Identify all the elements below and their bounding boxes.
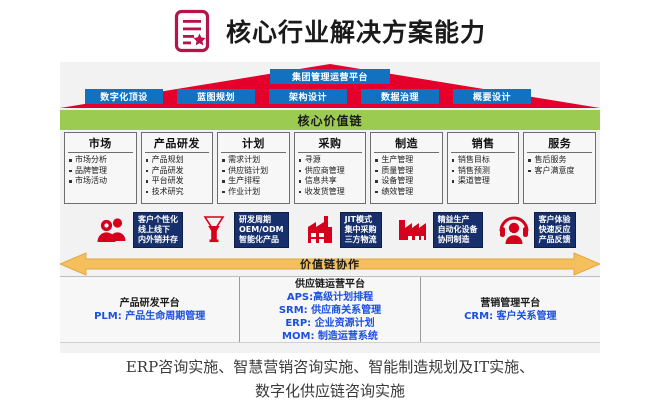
roof-box-group-platform[interactable]: 集团管理运营平台 [270,69,390,84]
capability-diagram: 集团管理运营平台 数字化顶设 蓝图规划 架构设计 数据治理 概要设计 核心价值链… [60,62,600,353]
column-title: 制造 [374,135,439,153]
column-title: 计划 [221,135,286,153]
list-item: 销售预测 [451,166,516,177]
column-title: 销售 [450,135,516,153]
column-item-list: 售后服务 客户满意度 [527,155,592,176]
column-title: 产品研发 [144,135,210,153]
column-title: 市场 [68,135,133,153]
icon-label-customers: 客户个性化 线上线下 内外销并存 [133,212,183,248]
list-item: 供应商管理 [298,166,363,177]
roof-pillar-0[interactable]: 数字化顶设 [85,89,163,104]
column-item-list: 销售目标 销售预测 渠道管理 [451,155,516,187]
list-item: 销售目标 [451,155,516,166]
factory-icon [303,214,337,246]
value-chain-columns: 市场 市场分析 品牌管理 市场活动 产品研发 产品规划 产品研发 平台研发 技术… [64,132,597,204]
platform-line: SRM: 供应商关系管理 [278,304,382,316]
platform-line: MOM: 制造运营系统 [282,330,378,342]
icon-label-procurement: JIT模式 集中采购 三方物流 [339,212,382,248]
roof-pillar-4[interactable]: 概要设计 [453,89,531,104]
roof-section: 集团管理运营平台 数字化顶设 蓝图规划 架构设计 数据治理 概要设计 [60,62,600,110]
list-item: 产品规划 [145,155,210,166]
value-chain-collaboration-arrow [60,252,600,276]
value-chain-column-service[interactable]: 服务 售后服务 客户满意度 [523,132,597,204]
list-item: 市场分析 [68,155,133,166]
flask-icon [197,214,231,246]
roof-pillar-2[interactable]: 架构设计 [269,89,347,104]
value-chain-column-planning[interactable]: 计划 需求计划 供应链计划 生产排程 作业计划 [217,132,290,204]
platform-row: 产品研发平台 PLM: 产品生命周期管理 供应链运营平台 APS:高级计划排程 … [60,276,600,343]
platform-title: 产品研发平台 [119,298,180,309]
value-chain-column-market[interactable]: 市场 市场分析 品牌管理 市场活动 [64,132,137,204]
column-item-list: 生产管理 质量管理 设备管理 绩效管理 [374,155,439,197]
list-item: 供应链计划 [221,166,286,177]
platform-title: 营销管理平台 [480,298,541,309]
roof-pillar-1[interactable]: 蓝图规划 [177,89,255,104]
footer-line-2: 数字化供应链咨询实施 [254,382,405,400]
diagram-base-strip [60,342,600,353]
platform-supply-chain[interactable]: 供应链运营平台 APS:高级计划排程 SRM: 供应商关系管理 ERP: 企业资… [240,277,421,343]
column-item-list: 寻源 供应商管理 信息共享 收发货管理 [298,155,363,197]
icon-group-customers[interactable]: 客户个性化 线上线下 内外销并存 [96,212,183,248]
column-item-list: 需求计划 供应链计划 生产排程 作业计划 [221,155,286,197]
value-chain-column-rnd[interactable]: 产品研发 产品规划 产品研发 平台研发 技术研究 [140,132,214,204]
list-item: 生产管理 [374,155,439,166]
list-item: 平台研发 [145,176,210,187]
column-item-list: 产品规划 产品研发 平台研发 技术研究 [145,155,210,197]
icon-group-procurement[interactable]: JIT模式 集中采购 三方物流 [303,212,382,248]
roof-pillar-3[interactable]: 数据治理 [361,89,439,104]
column-title: 服务 [527,135,593,153]
platform-line: ERP: 企业资源计划 [285,317,375,329]
page-header: 核心行业解决方案能力 [0,0,660,62]
icon-group-rnd[interactable]: 研发周期 OEM/ODM 智能化产品 [197,212,289,248]
list-item: 信息共享 [298,176,363,187]
list-item: 客户满意度 [527,166,592,177]
icon-label-service: 客户体验 快速反应 产品反馈 [533,212,576,248]
document-star-icon [174,9,210,53]
list-item: 品牌管理 [68,166,133,177]
column-title: 采购 [297,135,363,153]
value-chain-column-procurement[interactable]: 采购 寻源 供应商管理 信息共享 收发货管理 [293,132,367,204]
list-item: 寻源 [298,155,363,166]
icon-group-service[interactable]: 客户体验 快速反应 产品反馈 [497,212,576,248]
icon-label-rnd: 研发周期 OEM/ODM 智能化产品 [234,212,289,248]
footer-line-1: ERP咨询实施、智慧营销咨询实施、智能制造规划及IT实施、 [125,358,535,376]
list-item: 收发货管理 [298,187,363,198]
list-item: 设备管理 [374,176,439,187]
list-item: 市场活动 [68,176,133,187]
platform-title: 供应链运营平台 [294,278,365,290]
headset-support-icon [497,214,531,246]
customers-icon [96,214,130,246]
capability-icon-strip: 客户个性化 线上线下 内外销并存 研发周期 OEM/ODM 智能化产品 [60,208,600,252]
icon-group-manufacturing[interactable]: 精益生产 自动化设备 协同制造 [396,212,483,248]
list-item: 作业计划 [221,187,286,198]
plant-icon [396,214,430,246]
page-title: 核心行业解决方案能力 [225,18,486,47]
footer-caption: ERP咨询实施、智慧营销咨询实施、智能制造规划及IT实施、 数字化供应链咨询实施 [0,355,660,403]
list-item: 需求计划 [221,155,286,166]
column-item-list: 市场分析 品牌管理 市场活动 [68,155,133,187]
icon-label-manufacturing: 精益生产 自动化设备 协同制造 [432,212,483,248]
list-item: 渠道管理 [451,176,516,187]
platform-line: PLM: 产品生命周期管理 [94,311,206,322]
platform-line: APS:高级计划排程 [286,291,374,303]
core-value-chain-band: 核心价值链 [60,110,600,130]
list-item: 技术研究 [145,187,210,198]
platform-product-rnd[interactable]: 产品研发平台 PLM: 产品生命周期管理 [60,277,241,343]
list-item: 产品研发 [145,166,210,177]
list-item: 售后服务 [527,155,592,166]
list-item: 绩效管理 [374,187,439,198]
value-chain-column-manufacturing[interactable]: 制造 生产管理 质量管理 设备管理 绩效管理 [370,132,443,204]
list-item: 生产排程 [221,176,286,187]
list-item: 质量管理 [374,166,439,177]
platform-line: CRM: 客户关系管理 [464,311,557,322]
value-chain-column-sales[interactable]: 销售 销售目标 销售预测 渠道管理 [446,132,520,204]
platform-marketing[interactable]: 营销管理平台 CRM: 客户关系管理 [421,277,600,343]
